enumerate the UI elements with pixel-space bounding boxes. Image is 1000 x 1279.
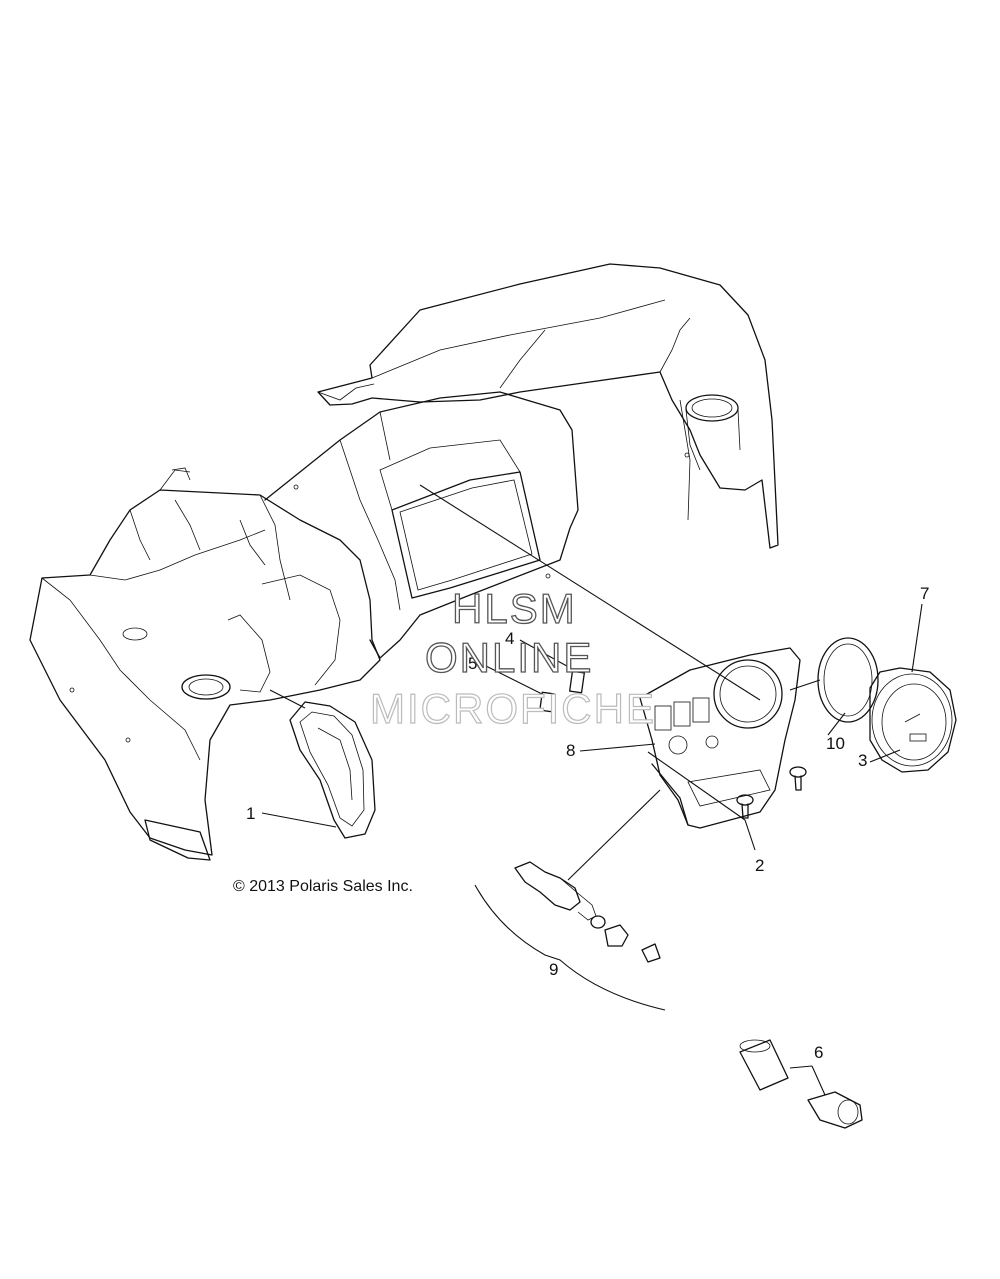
callout-8: 8 xyxy=(566,741,576,760)
watermark-line-3: MICROFICHE xyxy=(369,685,656,732)
callout-9: 9 xyxy=(549,960,559,979)
callout-6: 6 xyxy=(814,1043,824,1062)
leader-lines xyxy=(261,484,923,1096)
part-10-bezel-ring xyxy=(817,637,879,723)
callout-2: 2 xyxy=(755,856,765,875)
watermark-line-1: HLSM xyxy=(451,585,577,632)
dashboard-body xyxy=(29,263,779,861)
part-4-switch xyxy=(569,670,585,694)
callout-1: 1 xyxy=(246,804,256,823)
part-6-outlet xyxy=(739,1039,863,1129)
part-8-instrument-pod xyxy=(639,647,801,829)
part-3-gauge xyxy=(869,667,957,773)
part-1-handle-insert xyxy=(289,701,376,839)
callout-4: 4 xyxy=(505,629,515,648)
watermark-line-2: ONLINE xyxy=(424,634,594,681)
callout-10: 10 xyxy=(826,734,845,753)
callout-3: 3 xyxy=(858,751,868,770)
copyright-text: © 2013 Polaris Sales Inc. xyxy=(233,878,413,895)
part-5-switch xyxy=(539,691,555,713)
callout-5: 5 xyxy=(468,654,478,673)
part-9-switch-assembly xyxy=(474,861,666,1011)
part-2-fasteners xyxy=(736,766,807,819)
callout-7: 7 xyxy=(920,584,930,603)
